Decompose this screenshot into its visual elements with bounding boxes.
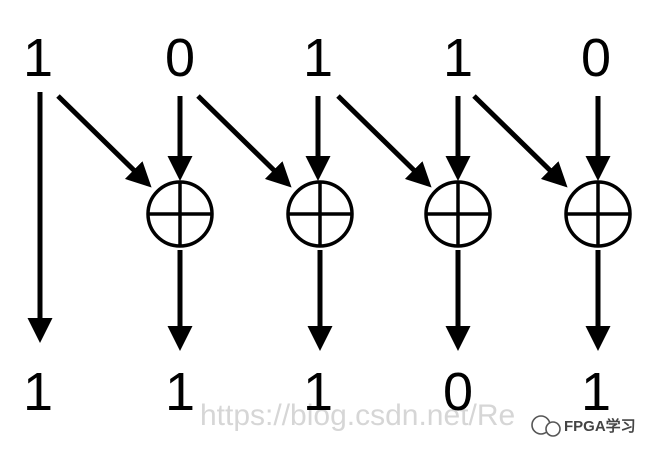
arrow-diagonal-2 bbox=[196, 94, 292, 188]
output-bit-1: 1 bbox=[165, 362, 195, 422]
output-bit-4: 1 bbox=[581, 362, 611, 422]
input-bit-4: 0 bbox=[581, 28, 611, 88]
output-bit-3: 0 bbox=[443, 362, 473, 422]
watermark-brand: FPGA学习 bbox=[564, 417, 636, 435]
xor-icon bbox=[424, 180, 492, 248]
watermark-url: https://blog.csdn.net/Re bbox=[200, 399, 515, 432]
xor-icon bbox=[564, 180, 632, 248]
output-bits: 1 1 1 0 1 bbox=[23, 362, 611, 422]
arrow-diagonal-3 bbox=[336, 94, 432, 188]
xor-icon bbox=[286, 180, 354, 248]
input-bits: 1 0 1 1 0 bbox=[23, 28, 611, 88]
input-bit-2: 1 bbox=[303, 28, 333, 88]
input-bit-1: 0 bbox=[165, 28, 195, 88]
xor-icon bbox=[146, 180, 214, 248]
arrow-diagonal-1 bbox=[56, 94, 152, 188]
output-bit-0: 1 bbox=[23, 362, 53, 422]
input-arrows bbox=[27, 92, 611, 343]
input-bit-3: 1 bbox=[443, 28, 473, 88]
input-bit-0: 1 bbox=[23, 28, 53, 88]
output-arrows bbox=[167, 250, 611, 351]
arrow-diagonal-4 bbox=[472, 94, 568, 188]
xor-gates bbox=[146, 180, 632, 248]
watermark: https://blog.csdn.net/Re FPGA学习 bbox=[200, 399, 636, 437]
wechat-icon bbox=[531, 415, 561, 437]
output-bit-2: 1 bbox=[303, 362, 333, 422]
